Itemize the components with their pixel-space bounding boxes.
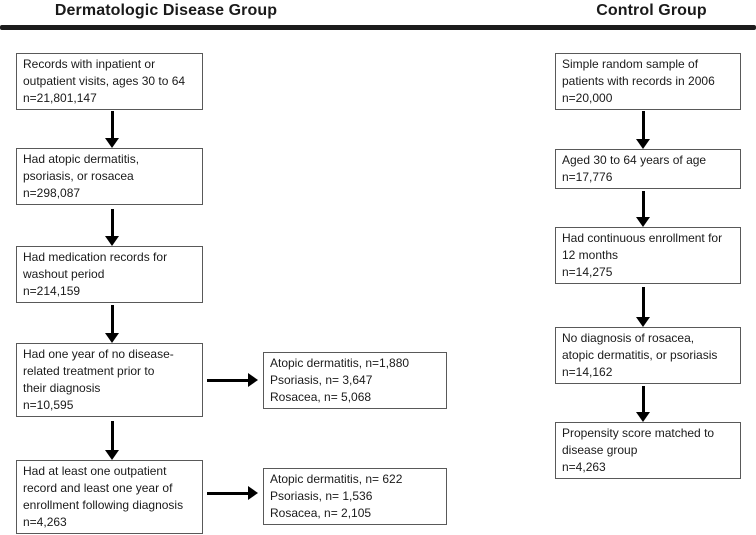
arrow-down-icon [105,305,119,343]
box-random-sample: Simple random sample of patients with re… [555,53,741,110]
arrow-right-icon [207,486,258,500]
arrow-down-icon [636,386,650,422]
arrow-down-icon [105,209,119,246]
box-propensity-matched: Propensity score matched to disease grou… [555,422,741,479]
box-continuous-enrollment: Had continuous enrollment for 12 months … [555,227,741,284]
control-group-title: Control Group [596,2,707,19]
box-diagnosis-breakdown-1: Atopic dermatitis, n=1,880 Psoriasis, n=… [263,352,447,409]
box-records-visits: Records with inpatient or outpatient vis… [16,53,203,110]
disease-group-title: Dermatologic Disease Group [54,2,278,19]
box-no-skin-diagnosis: No diagnosis of rosacea, atopic dermatit… [555,327,741,384]
box-diagnosis-breakdown-2: Atopic dermatitis, n= 622 Psoriasis, n= … [263,468,447,525]
box-had-skin-conditions: Had atopic dermatitis, psoriasis, or ros… [16,148,203,205]
title-divider-rule [0,25,756,30]
arrow-down-icon [105,421,119,460]
arrow-down-icon [636,191,650,227]
box-outpatient-enrollment: Had at least one outpatient record and l… [16,460,203,534]
arrow-down-icon [636,287,650,327]
box-aged-30-64: Aged 30 to 64 years of age n=17,776 [555,149,741,189]
arrow-down-icon [105,111,119,148]
arrow-right-icon [207,373,258,387]
arrow-down-icon [636,111,650,149]
box-no-treatment-year: Had one year of no disease- related trea… [16,343,203,417]
box-medication-washout: Had medication records for washout perio… [16,246,203,303]
